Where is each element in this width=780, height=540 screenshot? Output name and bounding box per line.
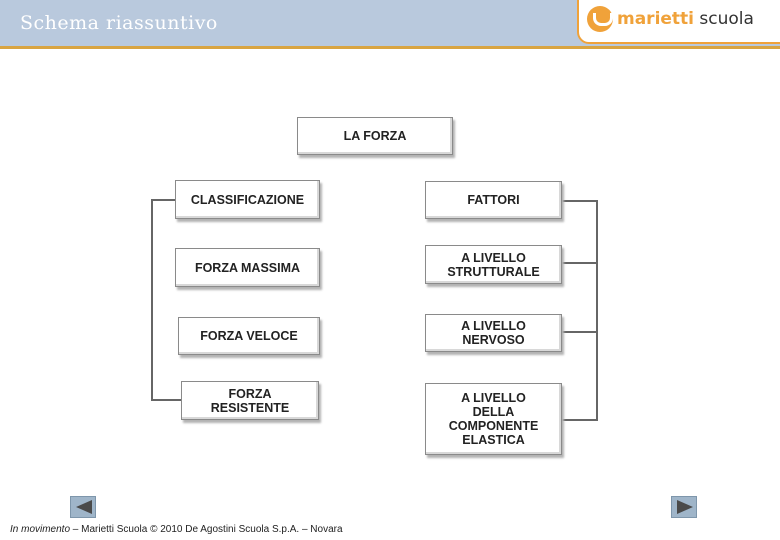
- node-right-2: A LIVELLO STRUTTURALE: [425, 245, 562, 284]
- node-right-4: A LIVELLO DELLA COMPONENTE ELASTICA: [425, 383, 562, 455]
- node-right-3: A LIVELLO NERVOSO: [425, 314, 562, 352]
- right-bracket-vertical: [596, 200, 598, 421]
- right-bracket-top: [562, 200, 598, 202]
- logo-text-strong: marietti: [617, 9, 695, 29]
- right-bracket-bottom: [562, 419, 598, 421]
- page-title: Schema riassuntivo: [20, 12, 218, 34]
- triangle-left-icon: [76, 500, 92, 514]
- right-bracket-mid2: [562, 331, 598, 333]
- next-slide-button[interactable]: [671, 496, 697, 518]
- left-bracket-top: [151, 199, 176, 201]
- header-divider: [0, 46, 780, 49]
- left-bracket-vertical: [151, 199, 153, 400]
- node-left-4: FORZA RESISTENTE: [181, 381, 319, 420]
- node-left-3: FORZA VELOCE: [178, 317, 320, 355]
- footer-book-title: In movimento: [10, 524, 71, 535]
- left-bracket-bottom: [151, 399, 181, 401]
- triangle-right-icon: [677, 500, 693, 514]
- node-left-2: FORZA MASSIMA: [175, 248, 320, 287]
- footer-credit: In movimento – Marietti Scuola © 2010 De…: [10, 524, 343, 535]
- prev-slide-button[interactable]: [70, 496, 96, 518]
- node-right-1: FATTORI: [425, 181, 562, 219]
- footer-credit-text: – Marietti Scuola © 2010 De Agostini Scu…: [70, 524, 343, 535]
- right-bracket-mid1: [562, 262, 598, 264]
- node-root: LA FORZA: [297, 117, 453, 155]
- node-left-1: CLASSIFICAZIONE: [175, 180, 320, 219]
- logo-text: marietti scuola: [617, 9, 754, 29]
- logo-text-light: scuola: [699, 9, 754, 29]
- brand-logo: marietti scuola: [577, 0, 780, 44]
- marietti-logo-icon: [587, 6, 613, 32]
